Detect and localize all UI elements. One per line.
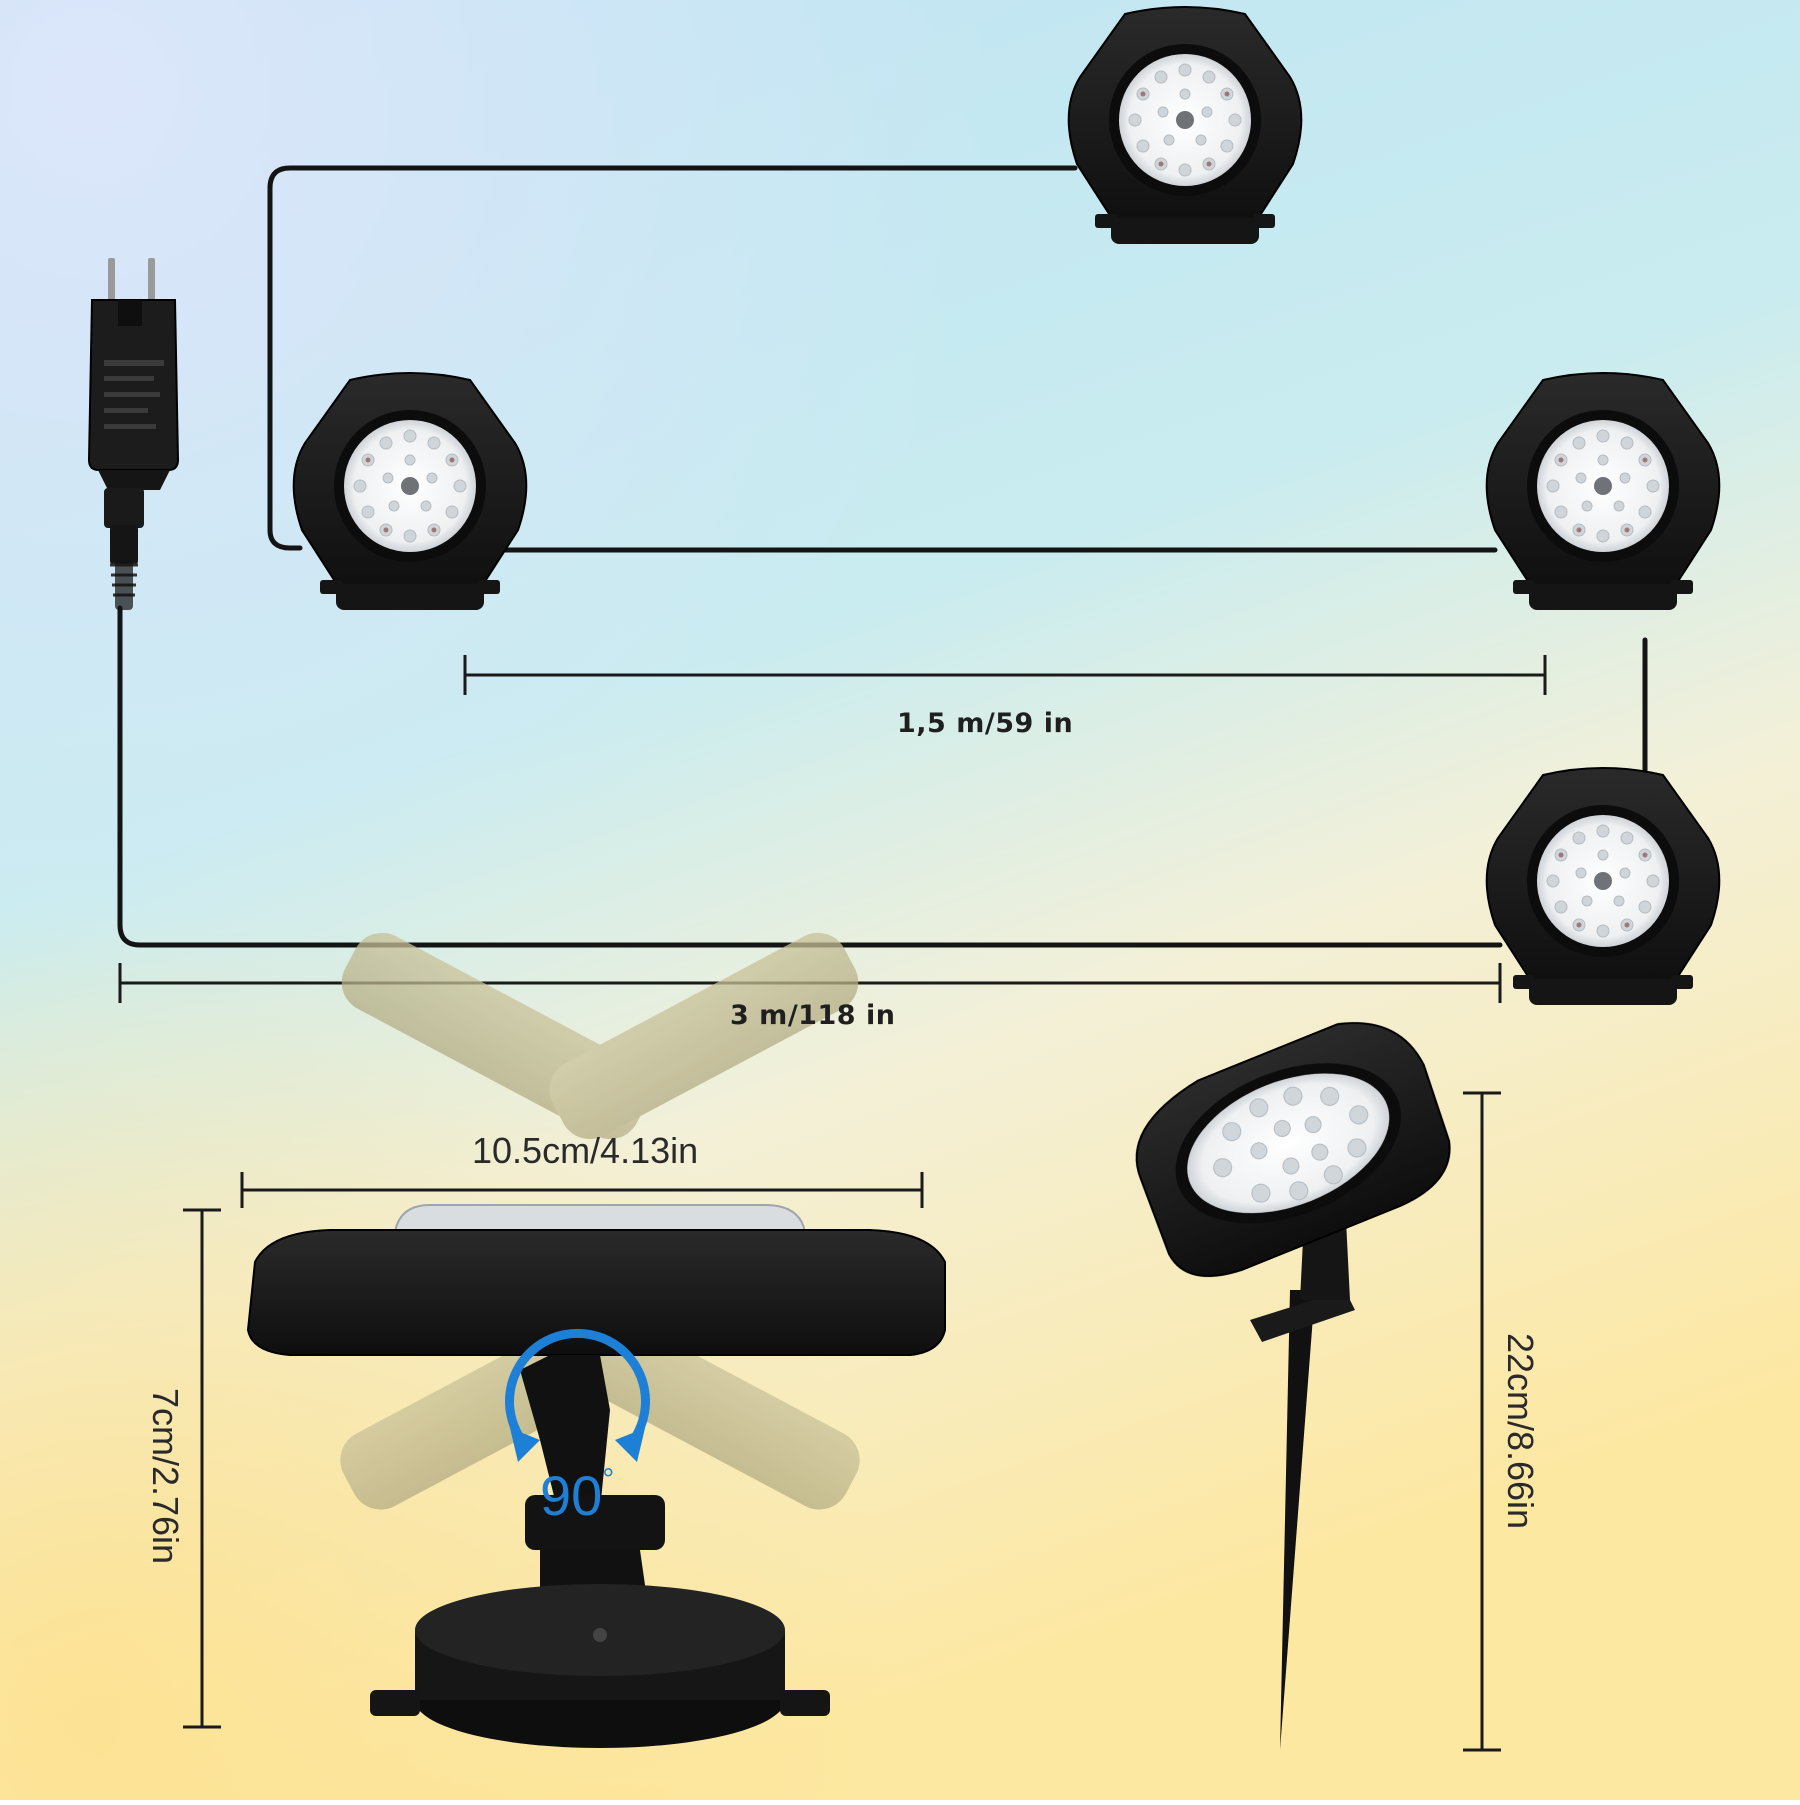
rotation-arrow-heads [510,1428,645,1462]
dimension-line-between-lights [463,655,1547,695]
rotation-angle-value: 90 [540,1464,603,1527]
spotlight-icon [1485,372,1721,611]
dimension-line-light-height [183,1208,221,1729]
tilt-side-view [246,932,946,1748]
label-light-height: 7cm/2.76in [145,1387,186,1565]
label-cable-between-lights: 1,5 m/59 in [897,708,1074,739]
rotation-angle-label: 90° [540,1463,614,1528]
rotation-arrow-icon [505,1328,650,1447]
spotlight-icon [1067,6,1303,245]
spotlight-icon [1485,767,1721,1006]
rotation-angle-unit: ° [602,1463,615,1496]
dimension-line-total-height [1463,1091,1501,1752]
label-main-cable: 3 m/118 in [730,1000,896,1031]
cable-loop-top [267,165,1078,551]
label-total-height: 22cm/8.66in [1500,1332,1541,1530]
cable-plug-to-far-light [117,605,1503,948]
spotlight-icon [292,372,528,611]
label-light-width: 10.5cm/4.13in [472,1130,699,1171]
eu-power-plug-icon [87,258,180,610]
dimension-line-light-width [240,1172,924,1208]
ground-stake-icon [1135,1022,1451,1750]
